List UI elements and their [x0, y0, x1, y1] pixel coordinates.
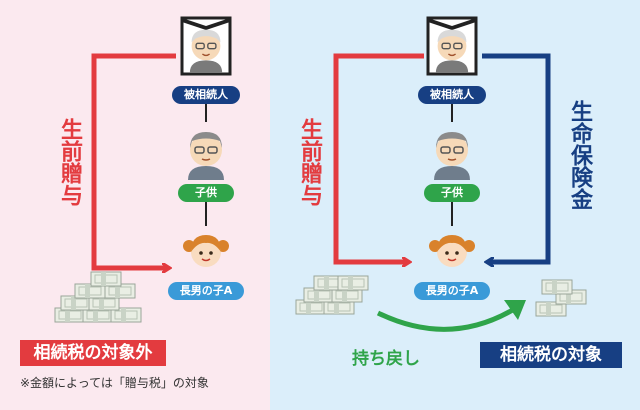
left-child-label: 子供 [178, 184, 234, 202]
girl-icon [182, 234, 230, 268]
girl-icon [428, 234, 476, 268]
left-gift-tax-note: ※金額によっては「贈与税」の対象 [20, 376, 209, 390]
right-grandchild-label: 長男の子A [414, 282, 490, 300]
money-stack-icon [535, 279, 587, 317]
memorial-portrait-icon [182, 18, 230, 74]
grandfather-icon [187, 131, 225, 181]
money-stack-icon [295, 275, 369, 315]
left-banner-not-taxable: 相続税の対象外 [20, 340, 166, 366]
left-gift-label: 生前贈与 [57, 118, 82, 206]
father-icon [433, 131, 471, 181]
right-banner-taxable: 相続税の対象 [480, 342, 622, 368]
clawback-arrowhead [504, 300, 526, 320]
money-stack-icon [54, 271, 142, 323]
right-clawback-label: 持ち戻し [352, 349, 420, 369]
right-decedent-label: 被相続人 [418, 86, 486, 104]
left-gift-arrow [91, 53, 176, 268]
right-gift-arrow [333, 53, 424, 262]
left-grandchild-label: 長男の子A [168, 282, 244, 300]
right-insurance-label: 生命保険金 [567, 100, 592, 210]
clawback-arrow [376, 305, 518, 332]
right-insurance-arrow [482, 53, 551, 262]
memorial-portrait-icon [428, 18, 476, 74]
right-gift-label: 生前贈与 [297, 118, 322, 206]
left-decedent-label: 被相続人 [172, 86, 240, 104]
right-child-label: 子供 [424, 184, 480, 202]
